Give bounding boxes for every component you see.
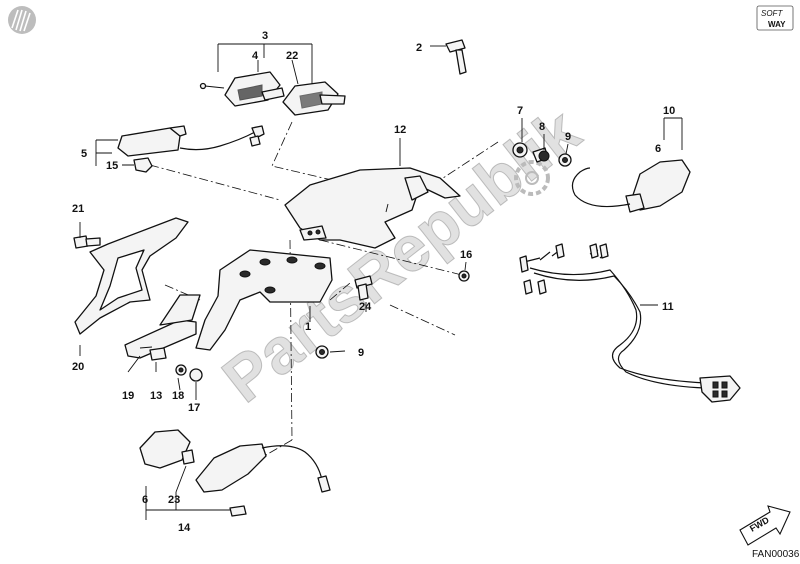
callout-7: 7 bbox=[517, 105, 523, 117]
callout-9-top: 9 bbox=[565, 131, 571, 143]
callout-15: 15 bbox=[106, 160, 118, 172]
softway-logo: SOFT WAY bbox=[756, 5, 794, 31]
callout-3: 3 bbox=[262, 30, 268, 42]
fwd-arrow-icon: FWD bbox=[739, 505, 791, 546]
callout-18: 18 bbox=[172, 390, 184, 402]
callout-13: 13 bbox=[150, 390, 162, 402]
callout-8: 8 bbox=[539, 121, 545, 133]
part-bulb-15 bbox=[133, 157, 153, 173]
part-tail-light-22 bbox=[282, 81, 346, 116]
callout-11: 11 bbox=[662, 301, 674, 313]
part-bolt-13 bbox=[149, 347, 167, 361]
callout-6-top: 6 bbox=[655, 143, 661, 155]
callout-22: 22 bbox=[286, 50, 298, 62]
callout-19: 19 bbox=[122, 390, 134, 402]
callout-2: 2 bbox=[416, 42, 422, 54]
part-turn-signal-10 bbox=[571, 159, 691, 213]
part-nut-17 bbox=[189, 368, 203, 382]
callout-10: 10 bbox=[663, 105, 675, 117]
callout-16: 16 bbox=[460, 249, 472, 261]
part-washer-18 bbox=[175, 364, 187, 376]
part-nut-9-top bbox=[558, 153, 572, 167]
leader-lines bbox=[79, 43, 683, 520]
part-wiring-harness-11 bbox=[519, 243, 741, 403]
part-nut-9-lower bbox=[315, 345, 329, 359]
callout-9-lower: 9 bbox=[358, 347, 364, 359]
callout-5: 5 bbox=[81, 148, 87, 160]
callout-1: 1 bbox=[305, 321, 311, 333]
logo-line-2: WAY bbox=[768, 20, 786, 29]
gear-watermark-icon bbox=[514, 160, 550, 196]
callouts: 3 4 22 2 12 7 8 9 10 6 5 15 21 16 24 1 1… bbox=[72, 30, 675, 534]
callout-14: 14 bbox=[178, 522, 191, 534]
callout-17: 17 bbox=[188, 402, 200, 414]
part-plate-holder-20 bbox=[74, 217, 189, 335]
callout-12: 12 bbox=[394, 124, 406, 136]
part-turn-signal-14 bbox=[139, 429, 331, 517]
part-tail-light-4 bbox=[199, 71, 285, 107]
part-screw-2 bbox=[445, 39, 467, 75]
part-nut-16 bbox=[458, 270, 470, 282]
part-bolt-21 bbox=[73, 235, 101, 249]
part-bolt-24 bbox=[354, 275, 373, 301]
part-license-lamp-5 bbox=[117, 125, 265, 157]
callout-4: 4 bbox=[252, 50, 259, 62]
alignment-lines bbox=[149, 121, 499, 471]
figure-code: FAN00036 bbox=[752, 549, 800, 560]
brand-disc-icon bbox=[8, 6, 36, 34]
part-grommet-7 bbox=[512, 142, 528, 158]
callout-23: 23 bbox=[168, 494, 180, 506]
callout-6-lower: 6 bbox=[142, 494, 148, 506]
part-washer-19 bbox=[139, 346, 153, 349]
part-bracket-1 bbox=[124, 249, 333, 359]
callout-20: 20 bbox=[72, 361, 84, 373]
part-spacer-8 bbox=[532, 147, 550, 163]
callout-21: 21 bbox=[72, 203, 84, 215]
part-rear-fender-12 bbox=[284, 167, 461, 249]
callout-24: 24 bbox=[359, 301, 372, 313]
logo-line-1: SOFT bbox=[761, 9, 783, 18]
